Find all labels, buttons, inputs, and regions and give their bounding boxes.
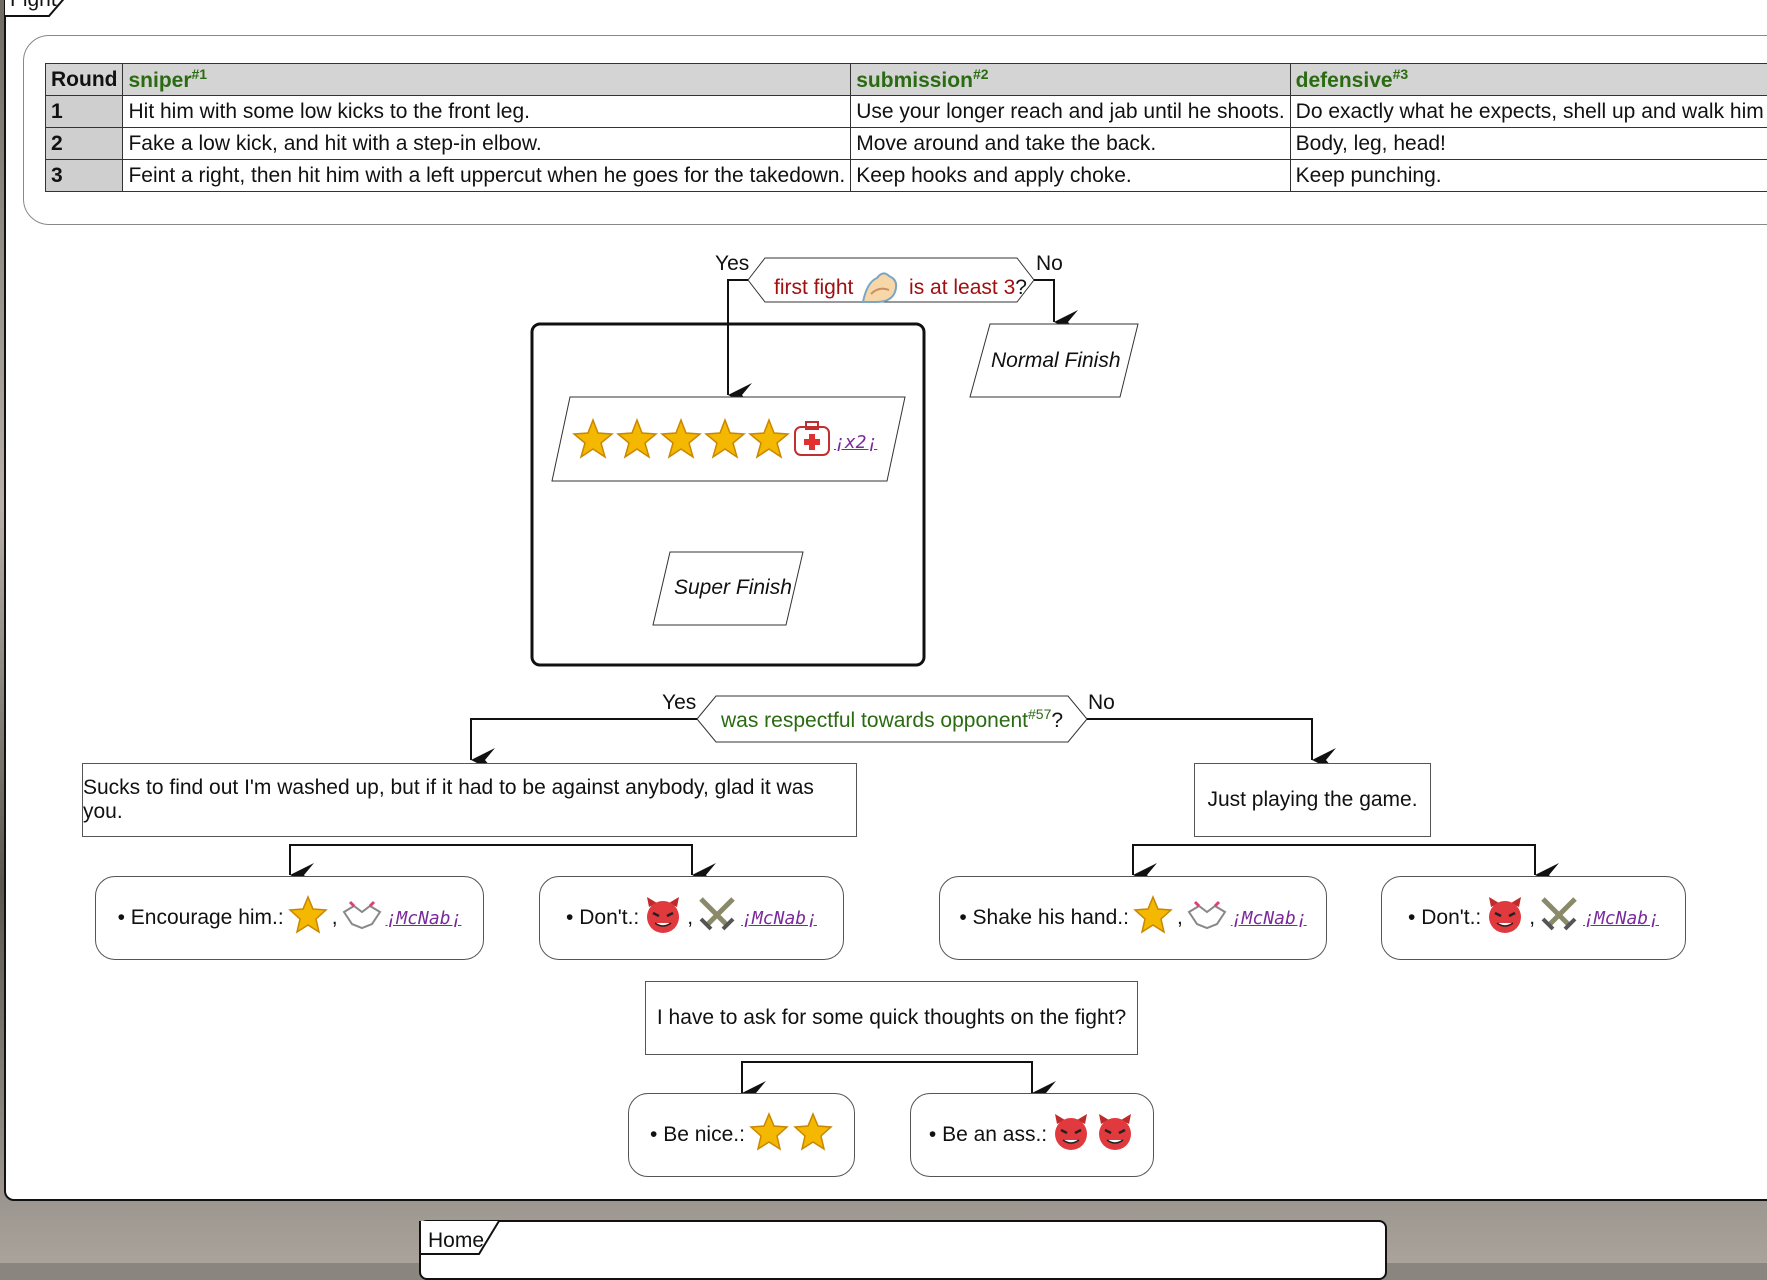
decision-respectful: was respectful towards opponent#57? xyxy=(721,706,1063,733)
devil-icon xyxy=(1095,1112,1135,1158)
decision-qmark: ? xyxy=(1015,276,1027,299)
yes-reply-text: Sucks to find out I'm washed up, but if … xyxy=(83,776,856,824)
mcnab-link[interactable]: ¡McNab¡ xyxy=(1583,908,1659,929)
question-box: I have to ask for some quick thoughts on… xyxy=(645,981,1138,1055)
decision-part2: is at least 3 xyxy=(909,276,1015,299)
star-icon xyxy=(749,1112,789,1158)
option-be-ass[interactable]: Be an ass.: xyxy=(910,1093,1154,1177)
option-dont-2[interactable]: Don't.: , ¡McNab¡ xyxy=(1381,876,1686,960)
normal-finish-label: Normal Finish xyxy=(991,349,1121,373)
option-shake-label: Shake his hand.: xyxy=(959,906,1129,930)
yes-reply-box: Sucks to find out I'm washed up, but if … xyxy=(82,763,857,837)
question-text: I have to ask for some quick thoughts on… xyxy=(657,1006,1126,1030)
option-be-nice[interactable]: Be nice.: xyxy=(628,1093,855,1177)
flexed-arm-icon xyxy=(859,268,903,308)
option-encourage[interactable]: Encourage him.: , ¡McNab¡ xyxy=(95,876,484,960)
no-reply-box: Just playing the game. xyxy=(1194,763,1431,837)
reward-link[interactable]: ¡x2¡ xyxy=(834,432,877,453)
swords-icon xyxy=(697,895,737,941)
decision2-no: No xyxy=(1088,691,1115,715)
decision2-sup: #57 xyxy=(1028,706,1051,722)
comma: , xyxy=(687,906,693,930)
devil-icon xyxy=(643,895,683,941)
star-icon xyxy=(288,895,328,941)
decision2-qmark: ? xyxy=(1051,709,1063,732)
super-finish-label: Super Finish xyxy=(674,576,792,600)
decision1-yes: Yes xyxy=(715,252,749,276)
decision-part1: first fight xyxy=(774,276,853,299)
devil-icon xyxy=(1485,895,1525,941)
devil-icon xyxy=(1051,1112,1091,1158)
handshake-icon xyxy=(342,898,382,938)
decision2-text: was respectful towards opponent xyxy=(721,709,1028,732)
decision2-yes: Yes xyxy=(662,691,696,715)
decision-first-fight: first fight is at least 3? xyxy=(774,268,1027,308)
star-icon xyxy=(748,418,790,466)
mcnab-link[interactable]: ¡McNab¡ xyxy=(386,908,462,929)
option-nice-label: Be nice.: xyxy=(650,1123,745,1147)
reward-box: ¡x2¡ xyxy=(572,418,877,466)
home-panel xyxy=(419,1220,1387,1280)
decision1-no: No xyxy=(1036,252,1063,276)
option-dont-label: Don't.: xyxy=(1408,906,1481,930)
option-dont-1[interactable]: Don't.: , ¡McNab¡ xyxy=(539,876,844,960)
comma: , xyxy=(1177,906,1183,930)
comma: , xyxy=(332,906,338,930)
mcnab-link[interactable]: ¡McNab¡ xyxy=(741,908,817,929)
handshake-icon xyxy=(1187,898,1227,938)
star-icon xyxy=(572,418,614,466)
no-reply-text: Just playing the game. xyxy=(1207,788,1417,812)
option-dont-label: Don't.: xyxy=(566,906,639,930)
comma: , xyxy=(1529,906,1535,930)
swords-icon xyxy=(1539,895,1579,941)
home-tab-label[interactable]: Home xyxy=(422,1229,490,1253)
star-icon xyxy=(793,1112,833,1158)
medkit-icon xyxy=(792,419,832,465)
option-ass-label: Be an ass.: xyxy=(929,1123,1047,1147)
mcnab-link[interactable]: ¡McNab¡ xyxy=(1231,908,1307,929)
star-icon xyxy=(704,418,746,466)
star-icon xyxy=(616,418,658,466)
option-shake[interactable]: Shake his hand.: , ¡McNab¡ xyxy=(939,876,1327,960)
option-encourage-label: Encourage him.: xyxy=(118,906,284,930)
star-icon xyxy=(1133,895,1173,941)
star-icon xyxy=(660,418,702,466)
